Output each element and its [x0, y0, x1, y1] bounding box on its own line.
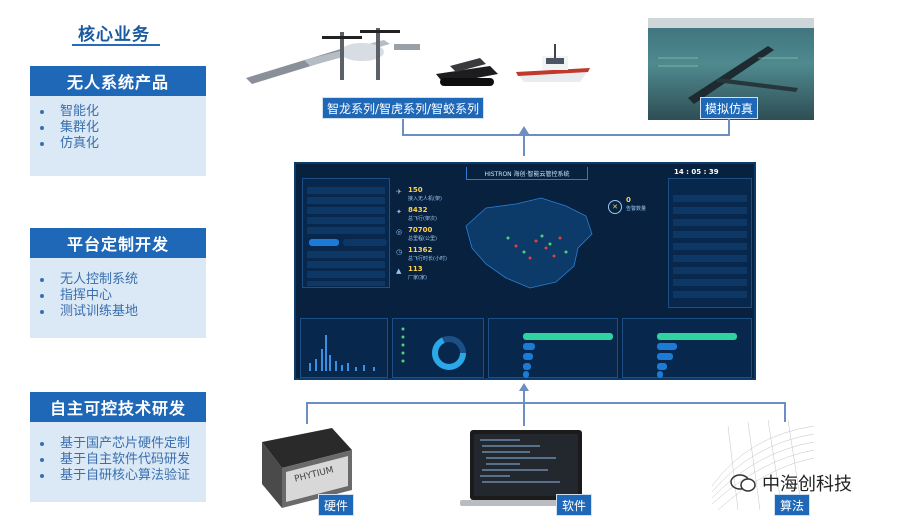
section-header-platform-dev[interactable]: 平台定制开发 [30, 228, 206, 258]
alert-count: 0 [626, 196, 631, 204]
progress-bar [523, 363, 531, 370]
plane-icon: ✈ [396, 188, 402, 196]
simulation-label[interactable]: 模拟仿真 [700, 97, 758, 119]
progress-bar [657, 371, 663, 378]
connector-line [523, 402, 525, 426]
software-label[interactable]: 软件 [556, 494, 592, 516]
flight-trend-chart-panel [300, 318, 388, 378]
ground-vehicle-image [430, 44, 502, 92]
china-map[interactable] [446, 186, 606, 296]
progress-bar [523, 343, 535, 350]
section-header-unmanned-products[interactable]: 无人系统产品 [30, 66, 206, 96]
region-bar-panel [488, 318, 618, 378]
table-row[interactable] [673, 243, 747, 250]
table-row[interactable] [307, 197, 385, 204]
factory-icon: ▲ [396, 267, 402, 275]
bullet-icon [40, 278, 44, 282]
table-row[interactable] [673, 219, 747, 226]
table-row[interactable] [673, 291, 747, 298]
section-item: 指挥中心 [40, 288, 206, 304]
tab-button[interactable] [343, 239, 387, 246]
section-item: 测试训练基地 [40, 304, 206, 320]
table-row[interactable] [307, 187, 385, 194]
control-dashboard[interactable]: HISTRON 海创·智能云管控系统 14 : 05 : 39 150 接入无人… [294, 162, 756, 380]
time-icon: ◷ [396, 248, 403, 256]
progress-bar [657, 343, 677, 350]
connector-line [306, 402, 308, 424]
alert-icon: ✕ [608, 200, 622, 214]
table-row[interactable] [673, 267, 747, 274]
tab-button[interactable] [309, 239, 339, 246]
dashboard-clock: 14 : 05 : 39 [674, 168, 719, 176]
table-row[interactable] [307, 227, 385, 234]
table-row[interactable] [307, 217, 385, 224]
flight-list-panel [302, 178, 390, 288]
connector-line [523, 390, 525, 404]
table-row[interactable] [673, 231, 747, 238]
product-series-label[interactable]: 智龙系列/智虎系列/智蛟系列 [322, 97, 484, 119]
arrow-up-icon [519, 383, 529, 391]
section-item: 智能化 [40, 104, 206, 120]
section-body-unmanned-products: 智能化 集群化 仿真化 [30, 96, 206, 176]
bullet-icon [40, 458, 44, 462]
wechat-icon [730, 474, 756, 492]
table-row[interactable] [307, 271, 385, 278]
section-item: 集群化 [40, 120, 206, 136]
algorithm-label[interactable]: 算法 [774, 494, 810, 516]
connector-line [402, 134, 730, 136]
cpu-chip-image: PHYTIUM [252, 420, 360, 512]
bullet-icon [40, 474, 44, 478]
dashboard-title: HISTRON 海创·智能云管控系统 [466, 167, 588, 180]
progress-bar [523, 353, 533, 360]
core-business-title: 核心业务 [78, 25, 150, 45]
laptop-code-image [460, 428, 592, 512]
section-item: 无人控制系统 [40, 272, 206, 288]
table-row[interactable] [673, 279, 747, 286]
arrow-up-icon [519, 126, 529, 134]
hardware-label[interactable]: 硬件 [318, 494, 354, 516]
section-item: 仿真化 [40, 136, 206, 152]
watermark-text: 中海创科技 [762, 474, 852, 495]
aircraft-list-panel [668, 178, 752, 308]
connector-line [523, 134, 525, 156]
table-row[interactable] [673, 255, 747, 262]
bullet-icon [40, 442, 44, 446]
status-donut-panel [392, 318, 484, 378]
table-row[interactable] [307, 281, 385, 286]
bullet-icon [40, 142, 44, 146]
table-row[interactable] [673, 207, 747, 214]
unmanned-boat-image [514, 38, 594, 90]
connector-line [728, 119, 730, 135]
connector-line [306, 402, 786, 404]
province-bar-panel [622, 318, 752, 378]
progress-bar [657, 333, 737, 340]
section-item: 基于自主软件代码研发 [40, 452, 206, 468]
title-underline [72, 44, 160, 46]
bullet-icon [40, 126, 44, 130]
vtol-drone-image [244, 20, 424, 98]
section-header-tech-rnd[interactable]: 自主可控技术研发 [30, 392, 206, 422]
progress-bar [523, 371, 529, 378]
bullet-icon [40, 110, 44, 114]
connector-line [402, 119, 404, 135]
flight-count-icon: ✦ [396, 208, 402, 216]
watermark: 中海创科技 [730, 470, 852, 496]
section-item: 基于国产芯片硬件定制 [40, 436, 206, 452]
progress-bar [523, 333, 613, 340]
section-body-tech-rnd: 基于国产芯片硬件定制 基于自主软件代码研发 基于自研核心算法验证 [30, 422, 206, 502]
connector-line [784, 402, 786, 422]
bullet-icon [40, 310, 44, 314]
progress-bar [657, 363, 667, 370]
progress-bar [657, 353, 673, 360]
alert-label: 告警数量 [626, 206, 647, 212]
table-row[interactable] [673, 195, 747, 202]
table-row[interactable] [307, 251, 385, 258]
section-body-platform-dev: 无人控制系统 指挥中心 测试训练基地 [30, 258, 206, 338]
table-row[interactable] [307, 207, 385, 214]
bullet-icon [40, 294, 44, 298]
table-row[interactable] [307, 261, 385, 268]
section-item: 基于自研核心算法验证 [40, 468, 206, 484]
distance-icon: ◎ [396, 228, 403, 236]
